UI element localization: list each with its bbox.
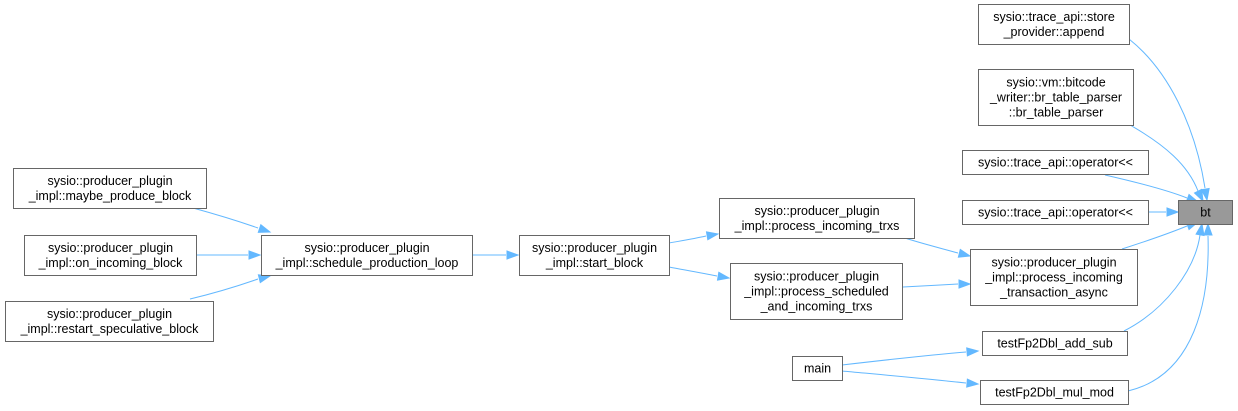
node-label-line: _transaction_async	[999, 286, 1108, 300]
node-process-incoming-transaction-async[interactable]: sysio::producer_plugin_impl::process_inc…	[970, 249, 1138, 306]
node-label-line: bt	[1200, 206, 1211, 220]
node-box	[519, 235, 670, 276]
edges	[189, 38, 1213, 392]
node-box	[730, 263, 903, 320]
node-label-line: _impl::process_scheduled	[743, 285, 889, 299]
node-label-line: sysio::producer_plugin	[47, 307, 172, 321]
node-label-line: sysio::producer_plugin	[991, 256, 1116, 270]
node-label-line: _provider::append	[1003, 25, 1105, 39]
node-box	[980, 380, 1129, 405]
arrowhead-start-block-to-process-scheduled-and-incoming-trxs	[716, 271, 731, 281]
node-label-line: _impl::process_incoming_trxs	[734, 219, 900, 233]
node-process-scheduled-and-incoming-trxs[interactable]: sysio::producer_plugin_impl::process_sch…	[730, 263, 903, 320]
arrowhead-process-scheduled-and-incoming-trxs-to-process-incoming-transaction-async	[958, 279, 972, 289]
node-operator-lshift-1[interactable]: sysio::trace_api::operator<<	[962, 150, 1149, 175]
nodes: bt sysio::trace_api::store_provider::appe…	[5, 4, 1233, 405]
arrowhead-testfp2dbl-mul-mod-to-bt	[1203, 222, 1213, 236]
node-on-incoming-block[interactable]: sysio::producer_plugin_impl::on_incoming…	[24, 235, 197, 276]
node-testfp2dbl-add-sub[interactable]: testFp2Dbl_add_sub	[982, 331, 1128, 356]
node-label-line: _impl::restart_speculative_block	[20, 322, 200, 336]
arrowhead-testfp2dbl-add-sub-to-bt	[1195, 222, 1205, 237]
node-label-line: sysio::producer_plugin	[304, 241, 429, 255]
node-bt[interactable]: bt	[1178, 200, 1233, 225]
node-label-line: _impl::on_incoming_block	[38, 256, 184, 270]
node-box	[719, 198, 915, 239]
node-label-line: sysio::producer_plugin	[532, 241, 657, 255]
edge-process-incoming-transaction-async-to-bt	[1121, 225, 1188, 250]
edge-br-table-parser-to-bt	[1129, 124, 1199, 192]
node-label-line: sysio::trace_api::operator<<	[978, 206, 1133, 220]
arrowhead-maybe-produce-block-to-schedule-production-loop	[257, 223, 272, 233]
edge-start-block-to-process-incoming-trxs	[668, 235, 707, 244]
edge-testfp2dbl-add-sub-to-bt	[1123, 234, 1201, 332]
node-box	[1178, 200, 1233, 225]
node-box	[13, 168, 207, 209]
arrowhead-main-to-testfp2dbl-add-sub	[966, 347, 980, 357]
node-box	[982, 331, 1128, 356]
node-operator-lshift-2[interactable]: sysio::trace_api::operator<<	[962, 200, 1149, 225]
node-label-line: sysio::trace_api::store	[993, 10, 1115, 24]
node-br-table-parser[interactable]: sysio::vm::bitcode_writer::br_table_pars…	[978, 69, 1134, 126]
node-box	[261, 235, 473, 276]
edge-main-to-testfp2dbl-add-sub	[841, 351, 967, 366]
node-label-line: testFp2Dbl_add_sub	[997, 337, 1112, 351]
node-box	[970, 249, 1138, 306]
edge-operator-lshift-1-to-bt	[1104, 174, 1188, 199]
node-box	[5, 301, 214, 342]
edge-restart-speculative-block-to-schedule-production-loop	[189, 278, 259, 300]
node-main[interactable]: main	[792, 356, 843, 381]
arrowhead-br-table-parser-to-bt	[1193, 188, 1204, 203]
node-label-line: main	[804, 362, 831, 376]
node-label-line: _and_incoming_trxs	[760, 300, 873, 314]
node-label-line: sysio::producer_plugin	[47, 174, 172, 188]
node-box	[962, 200, 1149, 225]
arrowhead-start-block-to-process-incoming-trxs	[705, 231, 720, 241]
node-label-line: sysio::producer_plugin	[754, 204, 879, 218]
edge-maybe-produce-block-to-schedule-production-loop	[192, 207, 259, 229]
node-box	[978, 69, 1134, 126]
node-label-line: _impl::start_block	[545, 256, 644, 270]
node-label-line: ::br_table_parser	[1009, 106, 1104, 120]
node-label-line: sysio::trace_api::operator<<	[978, 156, 1133, 170]
node-box	[962, 150, 1149, 175]
edge-store-append-to-bt	[1128, 38, 1206, 189]
node-maybe-produce-block[interactable]: sysio::producer_plugin_impl::maybe_produ…	[13, 168, 207, 209]
node-label-line: sysio::vm::bitcode	[1006, 76, 1105, 90]
arrowhead-store-append-to-bt	[1200, 187, 1210, 202]
edge-start-block-to-process-scheduled-and-incoming-trxs	[668, 266, 718, 277]
node-restart-speculative-block[interactable]: sysio::producer_plugin_impl::restart_spe…	[5, 301, 214, 342]
node-schedule-production-loop[interactable]: sysio::producer_plugin_impl::schedule_pr…	[261, 235, 473, 276]
edge-process-scheduled-and-incoming-trxs-to-process-incoming-transaction-async	[902, 283, 959, 288]
node-label-line: _impl::maybe_produce_block	[28, 189, 192, 203]
arrowhead-operator-lshift-2-to-bt	[1166, 207, 1180, 217]
node-process-incoming-trxs[interactable]: sysio::producer_plugin_impl::process_inc…	[719, 198, 915, 239]
arrowhead-on-incoming-block-to-schedule-production-loop	[248, 250, 262, 260]
node-testfp2dbl-mul-mod[interactable]: testFp2Dbl_mul_mod	[980, 380, 1129, 405]
edge-testfp2dbl-mul-mod-to-bt	[1127, 235, 1209, 392]
node-label-line: testFp2Dbl_mul_mod	[995, 386, 1114, 400]
edge-process-incoming-trxs-to-process-incoming-transaction-async	[904, 237, 959, 254]
node-label-line: sysio::producer_plugin	[48, 241, 173, 255]
node-label-line: _writer::br_table_parser	[989, 91, 1122, 105]
node-box	[24, 235, 197, 276]
node-label-line: _impl::process_incoming	[984, 271, 1123, 285]
arrowhead-main-to-testfp2dbl-mul-mod	[966, 378, 980, 388]
edge-main-to-testfp2dbl-mul-mod	[841, 370, 967, 384]
arrowhead-schedule-production-loop-to-start-block	[506, 250, 520, 260]
node-box	[978, 4, 1130, 45]
node-label-line: _impl::schedule_production_loop	[275, 256, 459, 270]
arrowhead-process-incoming-trxs-to-process-incoming-transaction-async	[957, 248, 972, 258]
node-store-append[interactable]: sysio::trace_api::store_provider::append	[978, 4, 1130, 45]
node-label-line: sysio::producer_plugin	[754, 270, 879, 284]
node-start-block[interactable]: sysio::producer_plugin_impl::start_block	[519, 235, 670, 276]
node-box	[792, 356, 843, 381]
